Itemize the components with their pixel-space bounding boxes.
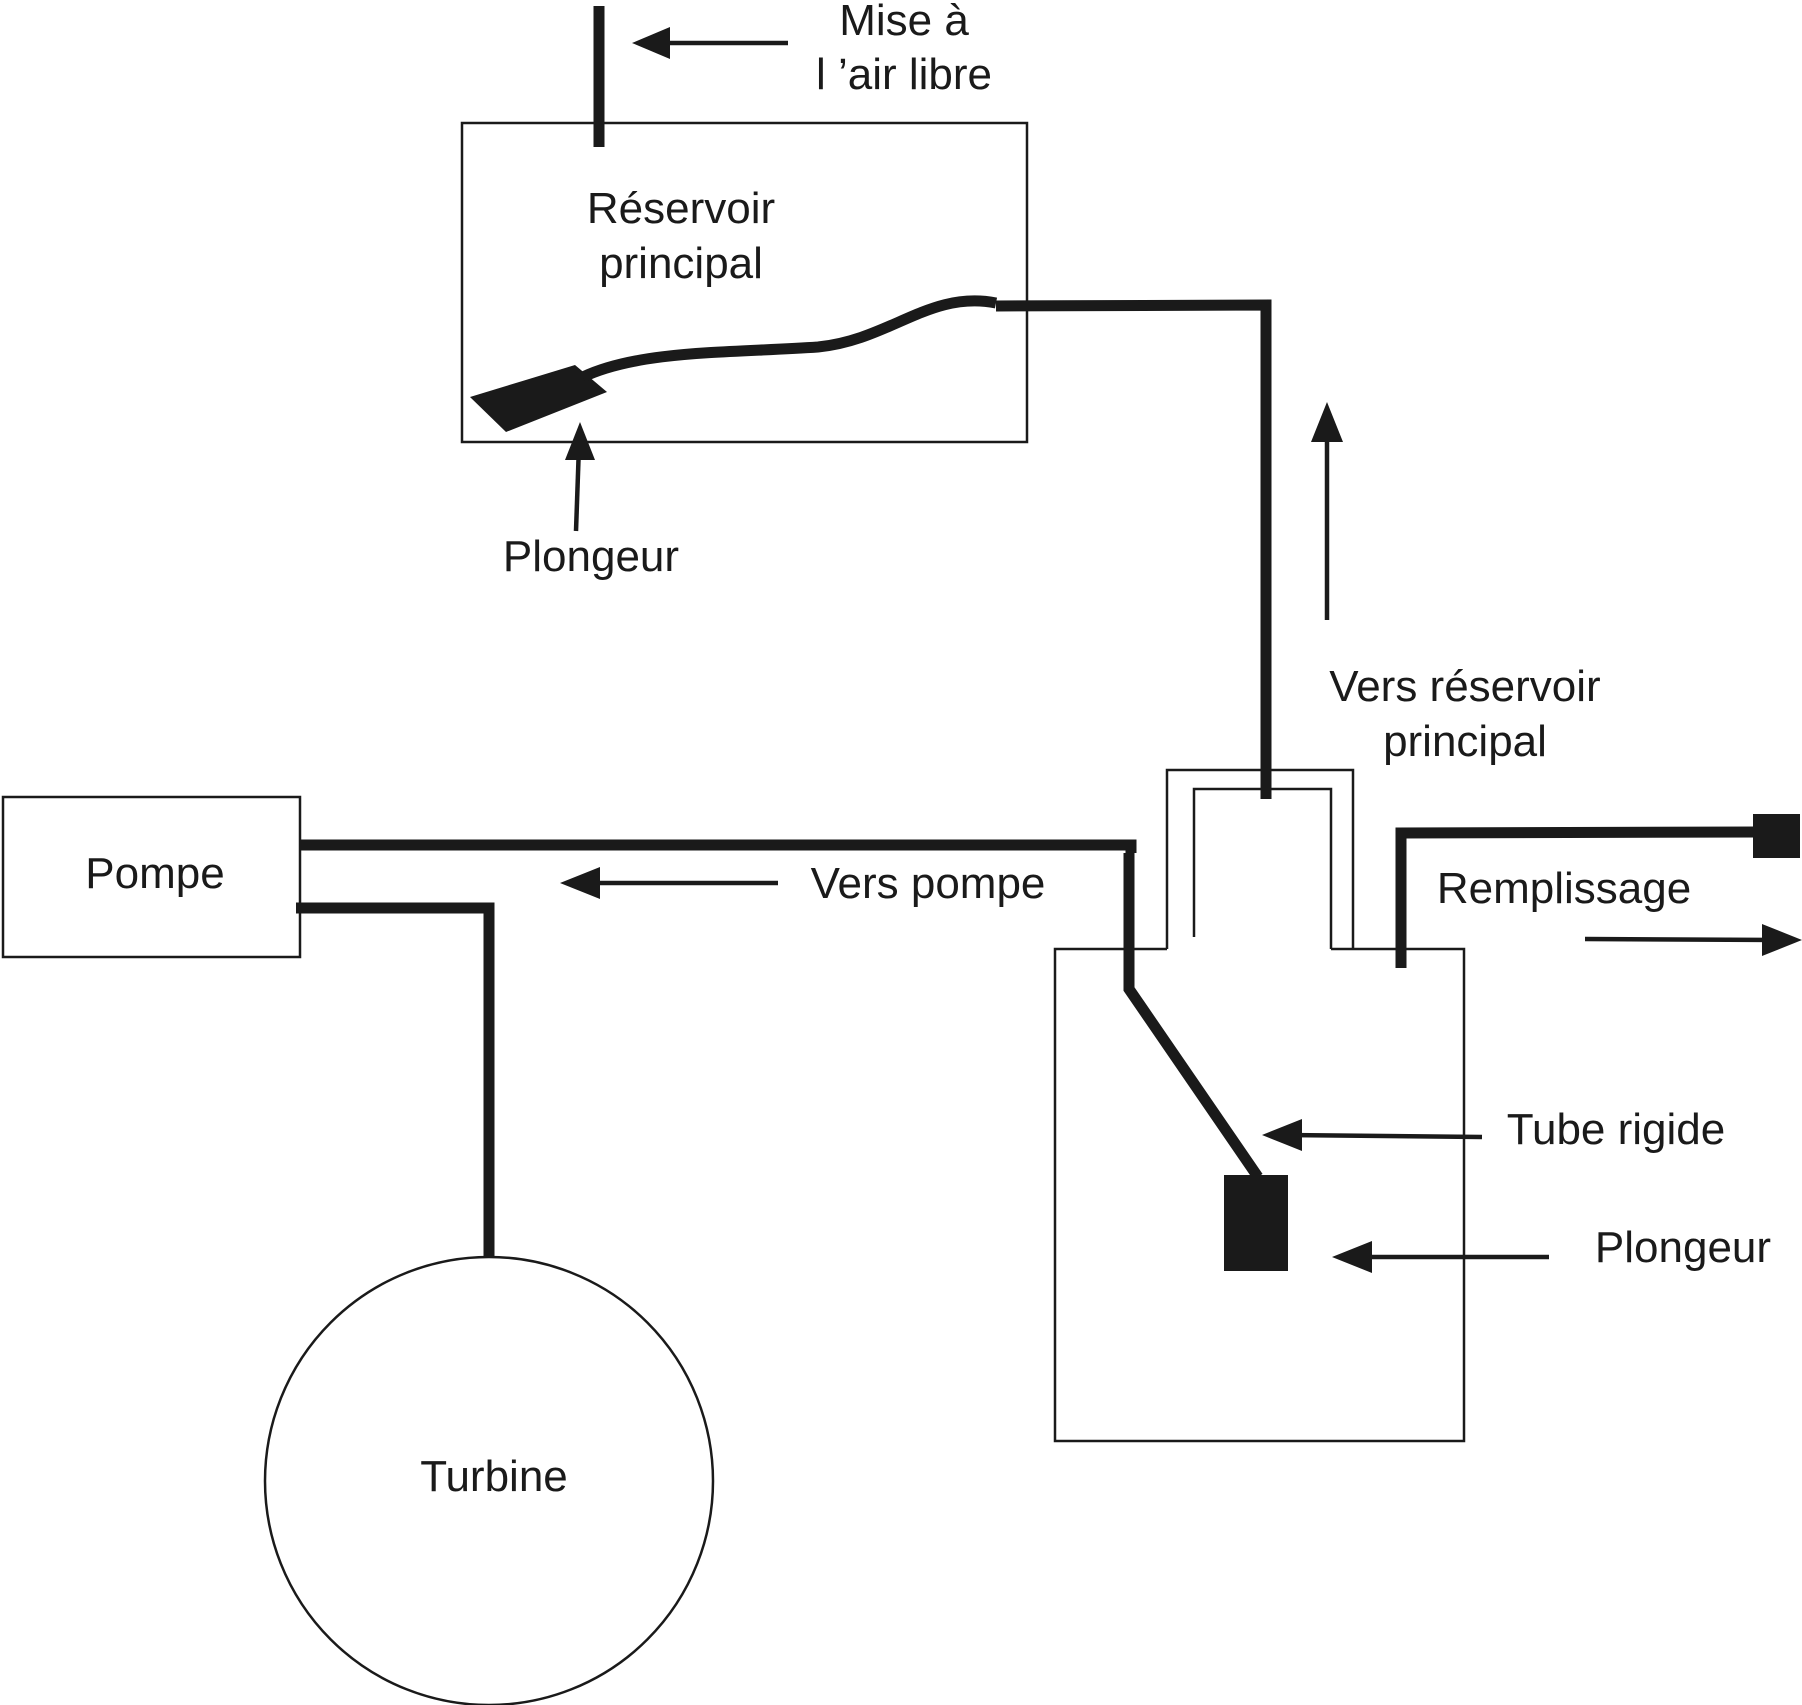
turbine-circle — [263, 1255, 715, 1705]
rigid-tube — [1123, 853, 1263, 1181]
main-tank-flex-hose — [580, 295, 998, 382]
to-pump-arrow-head — [560, 867, 600, 899]
to-pump-label: Vers pompe — [811, 859, 1046, 908]
rigid-tube-label: Tube rigide — [1507, 1105, 1726, 1154]
collector-neck-inner — [1192, 787, 1333, 949]
vent-arrow-head — [632, 27, 670, 59]
main-tank-label-line2: principal — [599, 239, 763, 288]
main-tank-box — [460, 121, 1029, 444]
collector-tank-body — [1053, 947, 1466, 1443]
main-tank-plunger — [470, 365, 607, 432]
filling-cap — [1753, 814, 1800, 858]
pump-label: Pompe — [85, 849, 224, 898]
filling-pipe — [1395, 826, 1761, 968]
vent-label-line2: l ’air libre — [816, 50, 992, 99]
up-arrow-head — [1311, 402, 1343, 442]
vent-label-line1: Mise à — [839, 0, 969, 45]
filling-arrow-head — [1762, 924, 1802, 956]
plunger-top-arrow-head — [565, 422, 595, 460]
turbine-label: Turbine — [420, 1452, 568, 1501]
pipe-pump-to-collector — [300, 839, 1137, 853]
rigid-tube-arrow-head — [1262, 1119, 1302, 1151]
plunger-bottom-arrow-head — [1332, 1241, 1372, 1273]
filling-arrow-shaft — [1584, 936, 1781, 943]
pipe-main-tank-to-collector — [995, 299, 1272, 799]
rigid-tube-arrow-shaft — [1284, 1132, 1483, 1140]
to-main-tank-label-line2: principal — [1383, 717, 1547, 766]
plunger-bottom-label: Plongeur — [1595, 1223, 1771, 1272]
filling-label: Remplissage — [1437, 864, 1691, 913]
main-tank-label-line1: Réservoir — [587, 184, 775, 233]
pump-box — [1, 795, 302, 959]
collector-plunger — [1224, 1175, 1288, 1271]
to-main-tank-label-line1: Vers réservoir — [1329, 662, 1600, 711]
plunger-top-label: Plongeur — [503, 532, 679, 581]
collector-neck-outer — [1165, 768, 1355, 949]
pipe-pump-to-turbine — [296, 902, 495, 1257]
